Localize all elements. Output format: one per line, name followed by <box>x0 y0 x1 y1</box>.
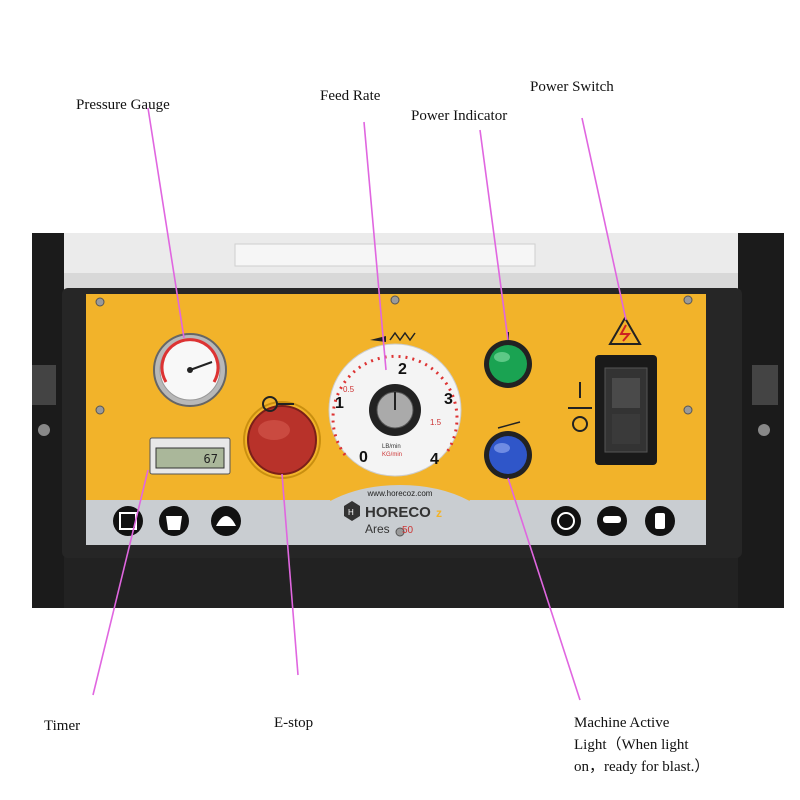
pressure-gauge <box>153 333 227 407</box>
machine-active-mark <box>497 421 521 429</box>
dial-number-2: 2 <box>398 361 407 378</box>
on-off-symbol-icon <box>568 382 592 432</box>
timer-display <box>149 437 231 475</box>
callout-timer: Timer <box>44 718 81 734</box>
machine-frame-left <box>32 233 64 608</box>
face-shield-icon <box>597 506 627 536</box>
callout-power-indicator: Power Indicator <box>411 108 508 124</box>
callout-feed-rate: Feed Rate <box>320 88 381 104</box>
panel-brand-suffix: z <box>436 506 442 520</box>
callout-pressure-gauge: Pressure Gauge <box>76 97 170 113</box>
callout-machine-active-line-3: on，ready for blast.） <box>574 759 710 775</box>
faceplate-logo-tab <box>329 482 471 501</box>
machine-active-light <box>484 431 532 479</box>
right-hinge-bolt <box>758 424 770 436</box>
power-indicator-light <box>484 340 532 388</box>
right-hinge <box>752 365 778 405</box>
dial-unit-kg: KG/min <box>382 452 402 458</box>
faceplate-screws <box>95 295 693 537</box>
dial-number-1: 1 <box>335 395 344 412</box>
timer-readout: 67 <box>204 452 218 466</box>
dial-minor-1-5: 1.5 <box>430 418 442 427</box>
lock-symbol-icon <box>262 396 294 412</box>
power-switch[interactable] <box>595 355 657 465</box>
panel-model-number: 50 <box>402 525 414 536</box>
left-hinge-bolt <box>38 424 50 436</box>
dial-unit-lb: LB/min <box>382 444 401 450</box>
e-stop-button[interactable] <box>243 401 321 479</box>
svg-text:H: H <box>348 508 354 517</box>
gloves-icon <box>645 506 675 536</box>
dial-number-0: 0 <box>359 449 368 466</box>
panel-website: www.horecoz.com <box>367 489 433 498</box>
callout-power-switch: Power Switch <box>530 79 614 95</box>
protective-suit-icon <box>159 506 189 536</box>
dial-number-3: 3 <box>444 391 453 408</box>
manual-icon <box>113 506 143 536</box>
machine-frame-right <box>738 233 784 608</box>
callout-machine-active-light: Machine Active Light（When light on，ready… <box>574 712 774 778</box>
machine-warning-strip <box>234 243 536 267</box>
helmet-icon <box>211 506 241 536</box>
callout-e-stop: E-stop <box>274 715 314 731</box>
callout-machine-active-line-1: Machine Active <box>574 715 670 731</box>
dial-number-4: 4 <box>430 451 439 468</box>
panel-brand: HORECO <box>365 504 431 521</box>
dial-minor-0-5: 0.5 <box>343 385 355 394</box>
panel-model: Ares <box>365 522 390 536</box>
horeco-logo-icon: H <box>344 501 360 521</box>
respirator-icon <box>551 506 581 536</box>
warning-triangle-icon <box>608 315 642 345</box>
left-hinge <box>32 365 56 405</box>
feed-rate-dial[interactable] <box>328 343 462 477</box>
callout-machine-active-line-2: Light（When light <box>574 737 689 753</box>
